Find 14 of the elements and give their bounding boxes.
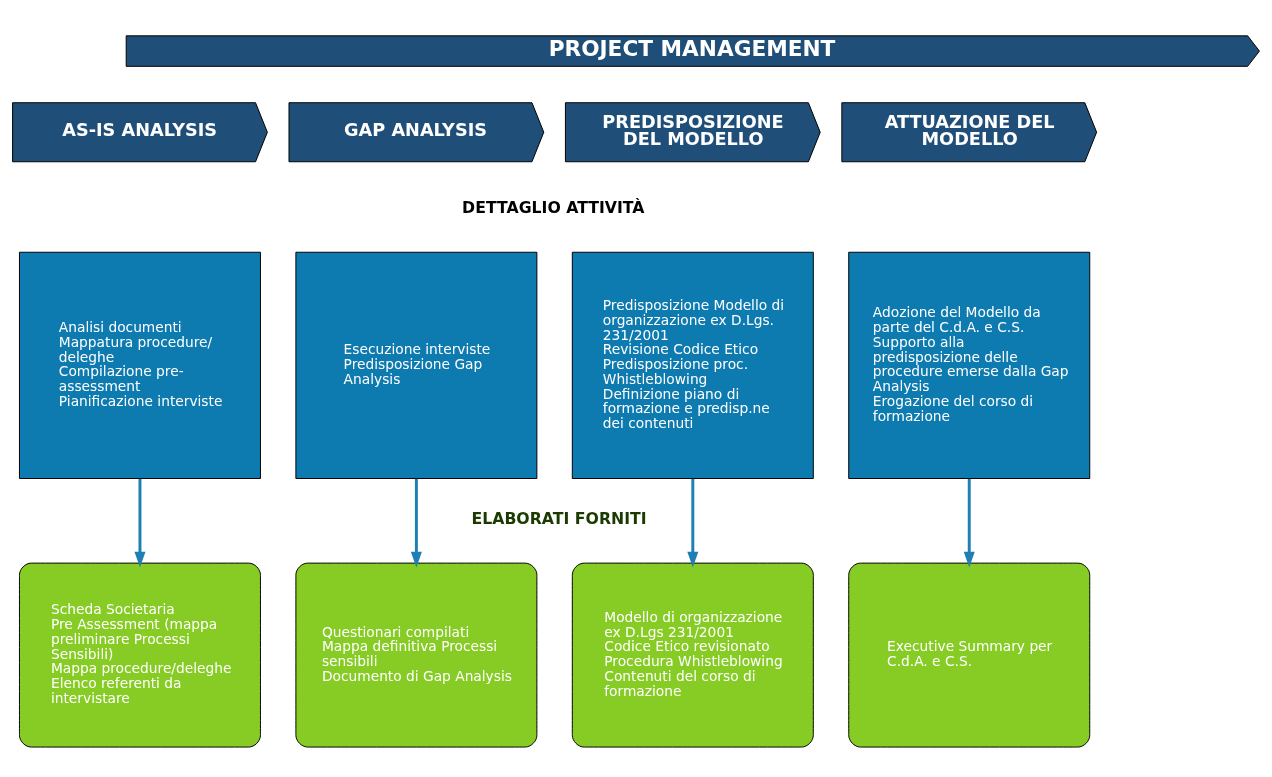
arrow <box>687 478 699 568</box>
node-box: Esecuzione interviste Predisposizione Gap Analysis <box>295 251 538 479</box>
node-box: Adozione del Modello da parte del C.d.A. e C.S. Supporto alla predisposizione delle procedure emerse dalla Gap Analysis Erogazione del corso di formazione <box>848 251 1091 479</box>
node-box: Predisposizione Modello di organizzazione ex D.Lgs. 231/2001 Revisione Codice Etico Predisposizione proc. Whistleblowing Definizione piano di formazione e predisp.ne dei contenuti <box>571 251 814 479</box>
node-box: Analisi documenti Mappatura procedure/ deleghe Compilazione pre-assessment Pianificazione interviste <box>18 251 261 479</box>
arrow <box>134 478 146 568</box>
node-box: Questionari compilati Mappa definitiva Processi sensibili Documento di Gap Analysis <box>295 562 538 748</box>
label: DETTAGLIO ATTIVITÀ <box>462 197 645 217</box>
arrow <box>410 478 422 568</box>
arrow <box>963 478 975 568</box>
node-box: Scheda Societaria Pre Assessment (mappa preliminare Processi Sensibili) Mappa procedure/deleghe Elenco referenti da intervistare <box>18 562 261 748</box>
label: ELABORATI FORNITI <box>471 508 647 528</box>
node-box: Executive Summary per C.d.A. e C.S. <box>848 562 1091 748</box>
node-box: Modello di organizzazione ex D.Lgs 231/2001 Codice Etico revisionato Procedura Whistleblowing Contenuti del corso di formazione <box>571 562 814 748</box>
